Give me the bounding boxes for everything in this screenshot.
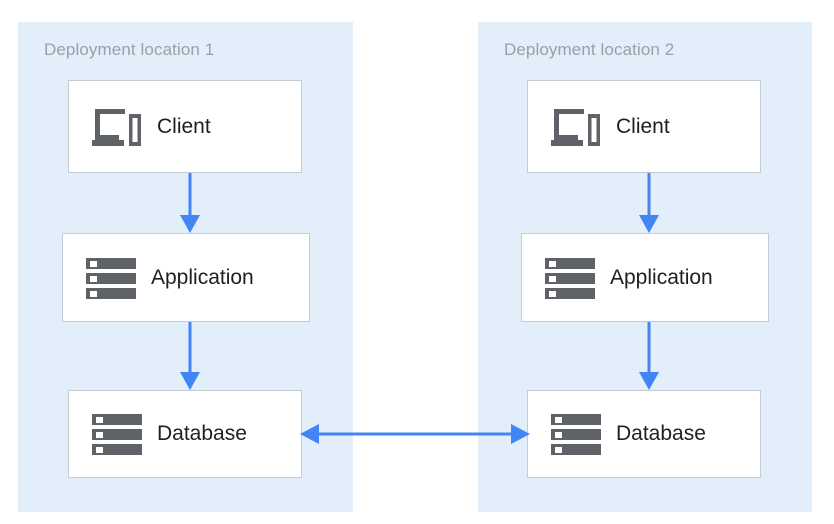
server-stack-icon bbox=[85, 256, 137, 300]
deployment-location-2-title: Deployment location 2 bbox=[504, 40, 675, 59]
node-database-2-label: Database bbox=[616, 422, 706, 445]
node-application-2-label: Application bbox=[610, 265, 713, 289]
connector-database-1-to-database-2 bbox=[300, 418, 530, 450]
node-application-1-label: Application bbox=[151, 265, 254, 289]
node-client-2[interactable]: Client bbox=[527, 80, 761, 173]
node-database-1-label: Database bbox=[157, 422, 247, 445]
connector-client-2-to-application-2 bbox=[629, 173, 669, 235]
devices-icon bbox=[550, 106, 602, 148]
node-database-1[interactable]: Database bbox=[68, 390, 302, 478]
node-application-1[interactable]: Application bbox=[62, 233, 310, 322]
deployment-location-1-title: Deployment location 1 bbox=[44, 40, 215, 59]
server-stack-icon bbox=[544, 256, 596, 300]
server-stack-icon bbox=[91, 412, 143, 456]
devices-icon bbox=[91, 106, 143, 148]
node-database-2[interactable]: Database bbox=[527, 390, 761, 478]
connector-application-1-to-database-1 bbox=[170, 322, 210, 392]
connector-application-2-to-database-2 bbox=[629, 322, 669, 392]
node-client-1[interactable]: Client bbox=[68, 80, 302, 173]
node-client-2-label: Client bbox=[616, 114, 670, 138]
connector-client-1-to-application-1 bbox=[170, 173, 210, 235]
node-client-1-label: Client bbox=[157, 114, 211, 138]
node-application-2[interactable]: Application bbox=[521, 233, 769, 322]
server-stack-icon bbox=[550, 412, 602, 456]
